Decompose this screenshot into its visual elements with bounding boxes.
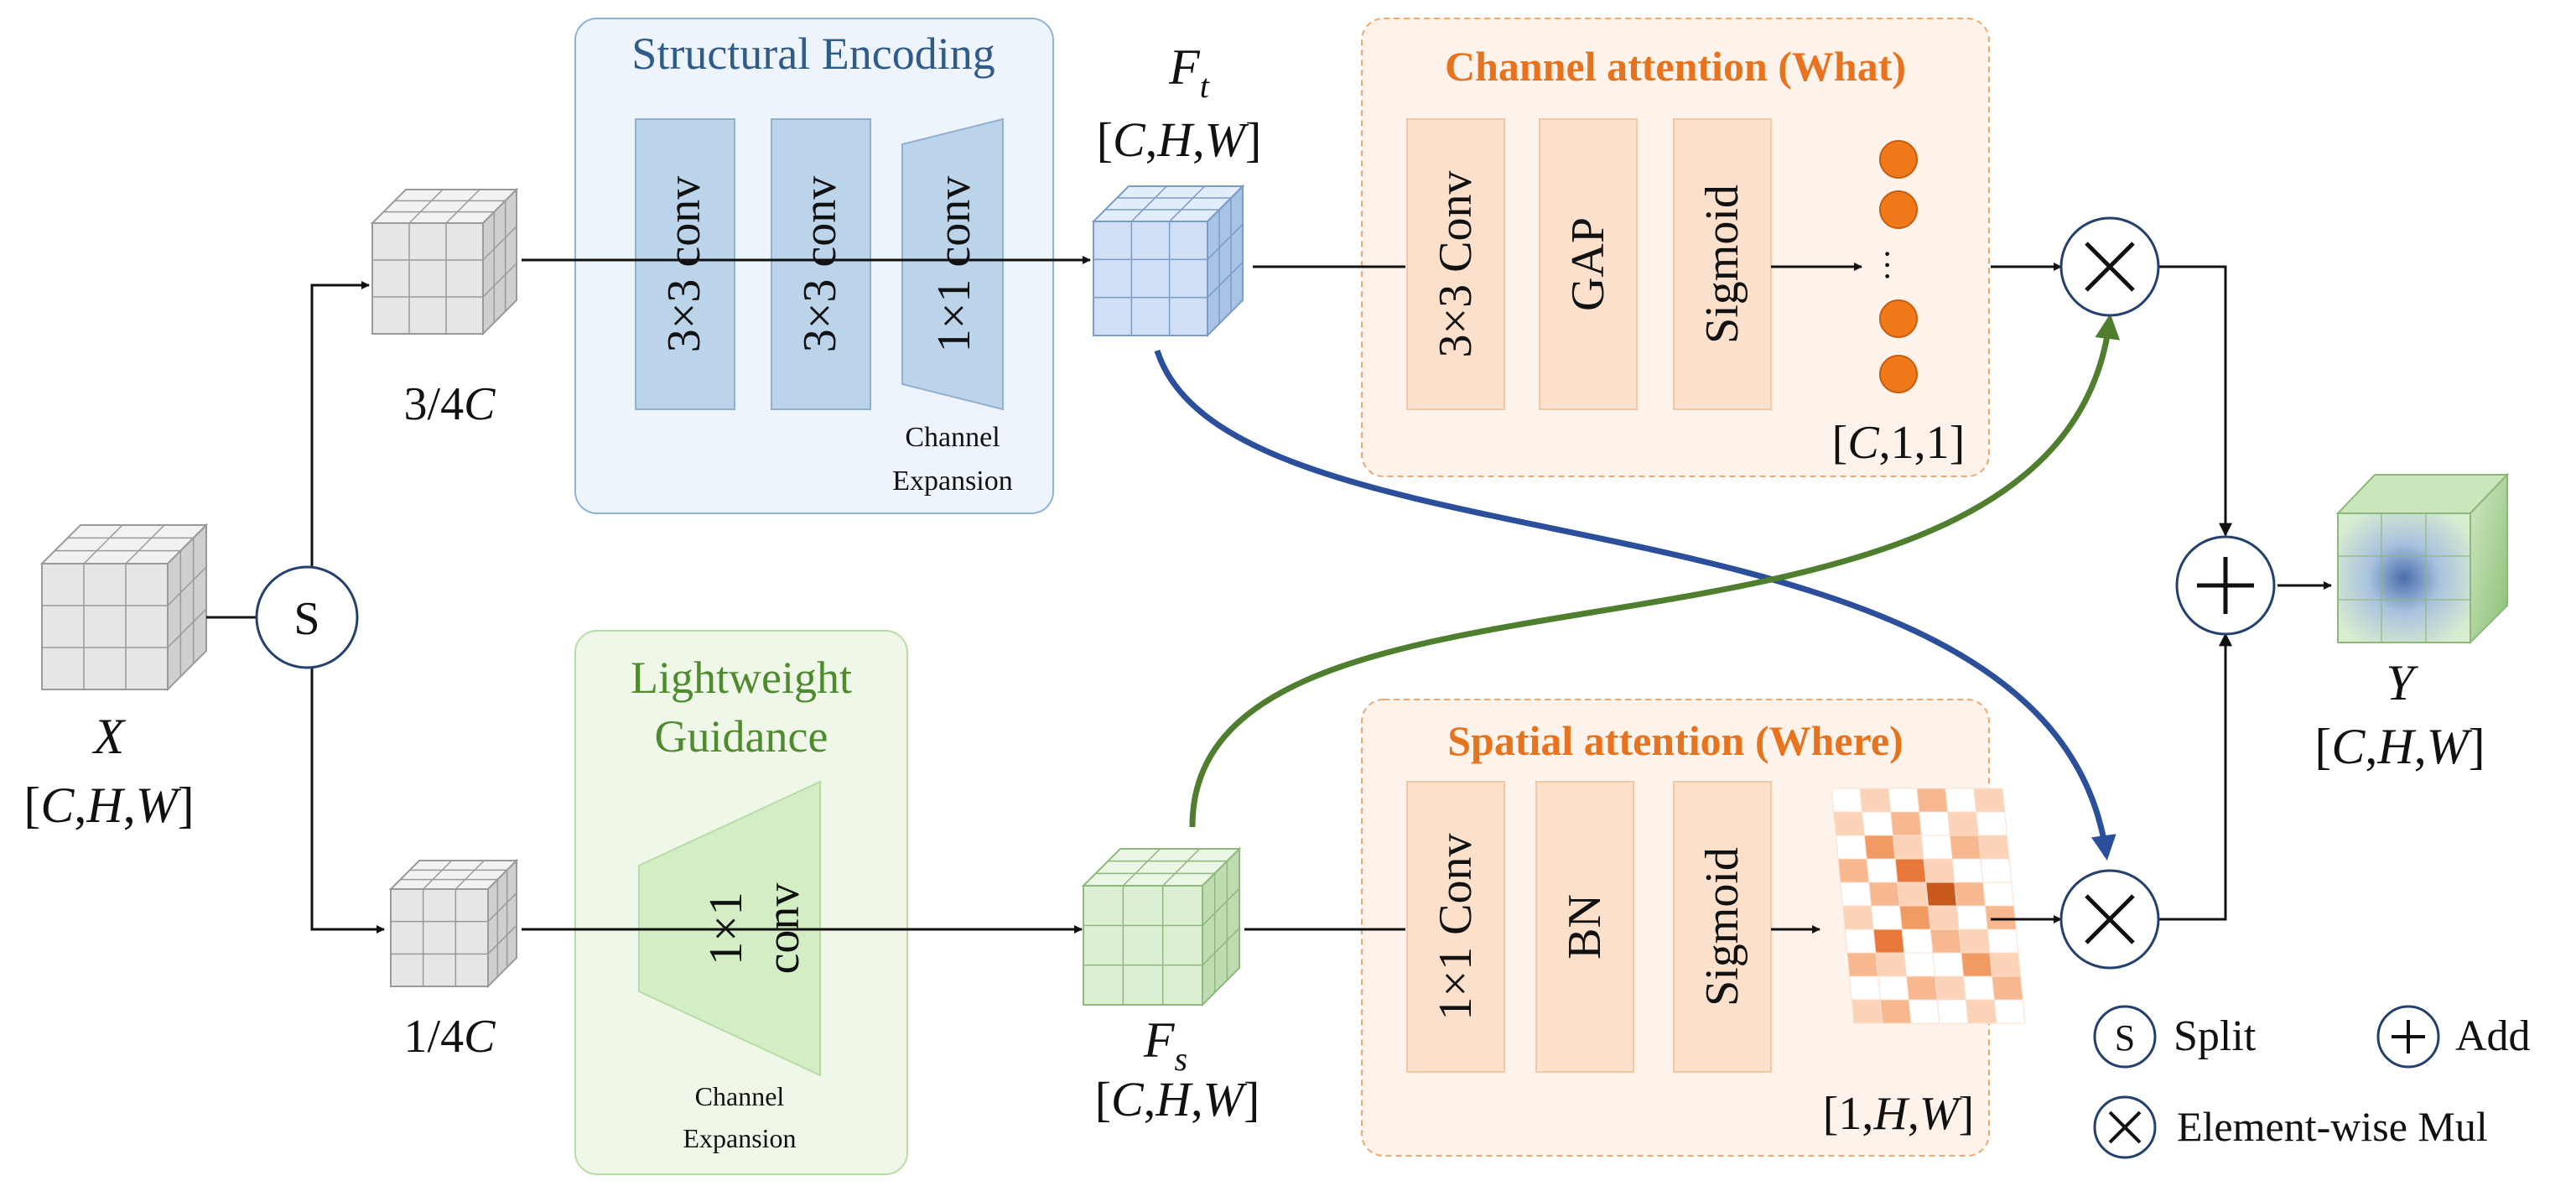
bottom-branch-channels: 1/4C xyxy=(404,1011,496,1063)
conv-block-1-label: 3×3 conv xyxy=(658,176,710,352)
sa-sigmoid-block: Sigmoid xyxy=(1673,781,1772,1073)
fs-name: Fs xyxy=(1143,1012,1187,1078)
conv-block-3-trapezoid: 1×1 conv xyxy=(901,117,1004,411)
channel-weight-dot xyxy=(1879,140,1918,179)
conv-block-1: 3×3 conv xyxy=(635,118,735,410)
spatial-attention-map xyxy=(1831,788,2026,1024)
top-branch-tensor-cube xyxy=(370,187,519,336)
conv-block-3-label: 1×1 conv xyxy=(928,176,980,352)
ft-tensor-cube xyxy=(1091,184,1245,338)
mul-node-bottom xyxy=(2059,869,2160,970)
channel-weight-dot xyxy=(1879,299,1918,338)
output-shape: [C,H,W] xyxy=(2314,719,2485,774)
top-branch-channels: 3/4C xyxy=(404,378,496,430)
guidance-title-line1: Lightweight xyxy=(631,653,852,703)
mul-node-top xyxy=(2059,216,2160,317)
channel-weight-ellipsis: ··· xyxy=(1868,248,1906,282)
structural-note-line2: Expansion xyxy=(892,466,1013,497)
add-node xyxy=(2175,535,2276,636)
ft-shape: [C,H,W] xyxy=(1097,112,1262,167)
legend: S Split Add Element-wise Mul xyxy=(2093,1005,2531,1159)
channel-attention-output-shape: [C,1,1] xyxy=(1832,417,1966,469)
sa-bn-block: BN xyxy=(1535,781,1634,1073)
conv-block-2: 3×3 conv xyxy=(771,118,871,410)
conv-block-2-label: 3×3 conv xyxy=(794,176,846,352)
split-node: S xyxy=(255,565,359,669)
guidance-title-line2: Guidance xyxy=(655,711,828,762)
ca-gap-block: GAP xyxy=(1539,118,1638,410)
channel-weight-dot xyxy=(1879,355,1918,393)
legend-add-icon xyxy=(2376,1005,2440,1069)
sa-conv-block: 1×1 Conv xyxy=(1406,781,1505,1073)
structural-encoding-title: Structural Encoding xyxy=(631,29,995,79)
ft-cross-arrow xyxy=(1154,349,2116,861)
spatial-attention-title: Spatial attention (Where) xyxy=(1447,717,1903,764)
input-tensor-cube xyxy=(39,523,209,692)
spatial-attention-output-shape: [1,H,W] xyxy=(1823,1088,1974,1140)
mul-top-to-add-line xyxy=(2158,265,2232,537)
channel-attention-title: Channel attention (What) xyxy=(1445,43,1906,90)
sa-sigmoid-label: Sigmoid xyxy=(1696,847,1748,1007)
sa-bn-label: BN xyxy=(1559,894,1611,960)
legend-split-icon: S xyxy=(2093,1005,2157,1069)
ca-conv-block: 3×3 Conv xyxy=(1406,118,1505,410)
connections xyxy=(206,256,2332,934)
input-name: X xyxy=(92,709,127,764)
sa-conv-label: 1×1 Conv xyxy=(1430,834,1482,1021)
bottom-branch-tensor-cube xyxy=(388,858,519,989)
svg-text:S: S xyxy=(2115,1017,2135,1059)
legend-mul-icon xyxy=(2093,1095,2157,1159)
ca-conv-label: 3×3 Conv xyxy=(1430,171,1482,358)
fs-shape: [C,H,W] xyxy=(1095,1072,1260,1126)
fs-tensor-cube xyxy=(1081,846,1242,1007)
guidance-note-line2: Expansion xyxy=(683,1123,796,1153)
ca-sigmoid-label: Sigmoid xyxy=(1696,185,1748,344)
ca-gap-label: GAP xyxy=(1562,217,1614,311)
split-to-top-line xyxy=(310,281,370,587)
input-shape: [C,H,W] xyxy=(23,778,194,833)
legend-split-label: Split xyxy=(2174,1012,2257,1060)
mul-bottom-to-add-line xyxy=(2158,632,2232,921)
ca-sigmoid-block: Sigmoid xyxy=(1673,118,1772,410)
channel-weight-dot xyxy=(1879,190,1918,229)
split-to-bottom-line xyxy=(310,648,385,934)
output-tensor-cube xyxy=(2335,472,2510,645)
legend-add-label: Add xyxy=(2455,1012,2531,1060)
guidance-note-line1: Channel xyxy=(695,1081,785,1111)
ft-name: Ft xyxy=(1168,39,1210,105)
split-node-symbol: S xyxy=(293,593,319,645)
channel-weights-dots: ··· xyxy=(1868,140,1918,393)
output-name: Y xyxy=(2386,655,2418,710)
legend-mul-label: Element-wise Mul xyxy=(2177,1103,2488,1150)
structural-note-line1: Channel xyxy=(905,422,1000,453)
fs-cross-arrow xyxy=(1189,314,2121,828)
